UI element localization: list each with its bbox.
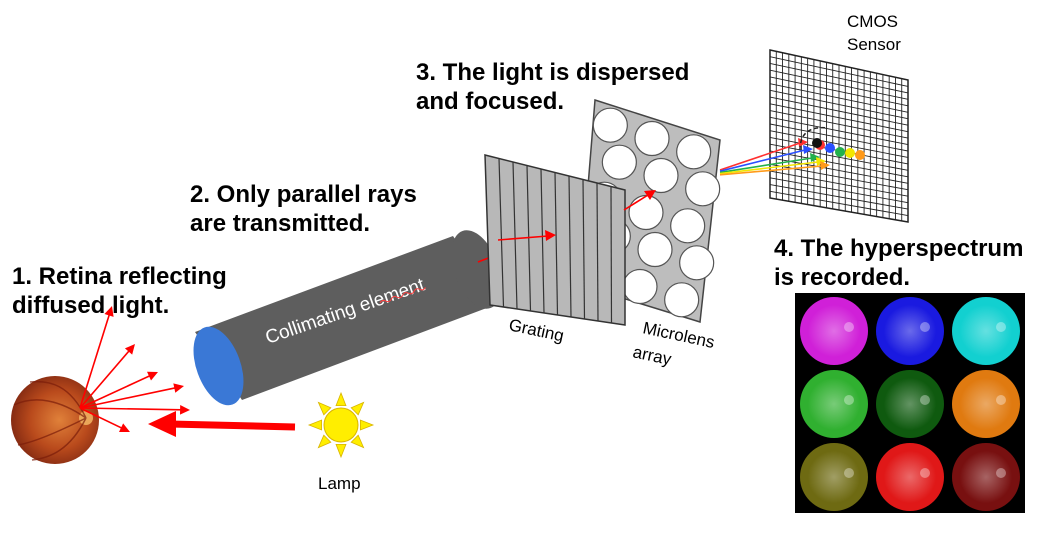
step-4-line2: is recorded. — [774, 264, 911, 291]
retina-image — [11, 376, 99, 464]
grating-label: Grating — [507, 315, 565, 345]
tile-cyan — [952, 297, 1020, 365]
step-3-line1: 3. The light is dispersed — [416, 59, 690, 86]
grating — [484, 154, 626, 326]
step-4-text: 4. The hyperspectrum is recorded. — [774, 234, 1023, 292]
cmos-label-line1: CMOS — [847, 12, 898, 31]
dispersed-ray-arrow — [623, 190, 656, 211]
step-2-line2: are transmitted. — [190, 210, 371, 237]
cmos-sensor — [769, 49, 909, 223]
microlens-label-line2: array — [631, 342, 673, 369]
cmos-label-line2: Sensor — [847, 35, 901, 54]
tile-red — [876, 443, 944, 511]
tile-green — [800, 370, 868, 438]
lamp-label: Lamp — [318, 474, 361, 493]
tile-olive — [800, 443, 868, 511]
lamp-light-arrow — [148, 411, 296, 437]
step-3-text: 3. The light is dispersed and focused. — [416, 58, 689, 116]
step-1-line1: 1. Retina reflecting — [12, 263, 227, 290]
step-3-line2: and focused. — [416, 88, 565, 115]
hyperspectrum-mosaic — [795, 293, 1025, 513]
tile-magenta — [800, 297, 868, 365]
lamp-icon — [307, 391, 375, 459]
tile-blue — [876, 297, 944, 365]
step-2-text: 2. Only parallel rays are transmitted. — [190, 180, 417, 238]
step-4-line1: 4. The hyperspectrum — [774, 235, 1024, 262]
spectral-rays — [719, 138, 830, 176]
diffuse-reflection-rays — [79, 306, 190, 433]
step-1-text: 1. Retina reflecting diffused light. — [12, 262, 227, 320]
tile-dark-green — [876, 370, 944, 438]
tile-dark-red — [952, 443, 1020, 511]
tile-orange — [952, 370, 1020, 438]
step-1-line2: diffused light. — [12, 292, 170, 319]
collimating-element: Collimating element — [193, 230, 502, 406]
step-2-line1: 2. Only parallel rays — [190, 181, 417, 208]
